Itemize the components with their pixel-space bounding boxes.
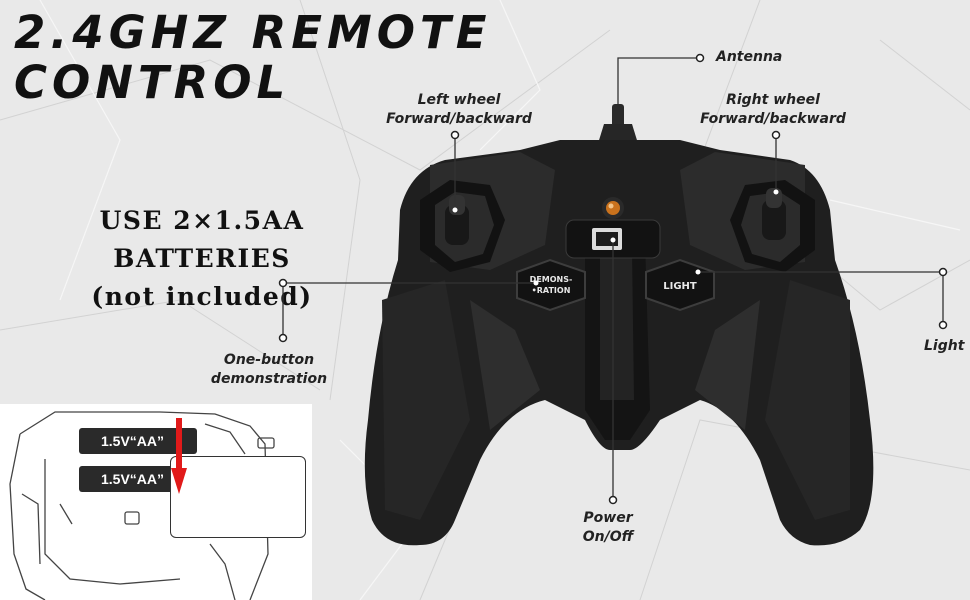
right-wheel-line-2: Forward/backward [700,111,846,127]
power-line-1: Power [583,510,633,526]
right-joystick [730,180,815,272]
callout-left-wheel: Left wheel Forward/backward [370,91,548,129]
light-button[interactable]: LIGHT [645,258,715,312]
left-wheel-line-2: Forward/backward [386,111,532,127]
demo-line-2: demonstration [210,371,328,387]
component-dots [452,189,779,286]
battery-line-1: USE 2×1.5AA BATTERIES [99,206,305,273]
demo-button-label-2: •RATION [532,286,571,295]
demo-button[interactable]: DEMONS- •RATION [516,258,586,312]
callout-dots [278,53,948,505]
left-wheel-line-1: Left wheel [417,92,501,108]
page-title: 2.4GHZ REMOTE CONTROL [14,8,491,108]
callout-right-wheel: Right wheel Forward/backward [684,91,862,129]
callout-power: Power On/Off [566,509,650,547]
left-joystick [420,180,505,272]
callout-demo: One-button demonstration [198,351,340,389]
battery-cover [170,456,306,538]
title-line-1: 2.4GHZ REMOTE [14,6,492,59]
led-icon [602,197,624,219]
light-button-label: LIGHT [663,281,697,292]
demo-button-label-1: DEMONS- [530,275,573,284]
power-line-2: On/Off [582,529,634,545]
battery-requirement: USE 2×1.5AA BATTERIES (not included) [6,202,398,316]
callout-light: Light [924,338,965,354]
title-line-2: CONTROL [14,56,291,109]
arrow-down-icon [171,418,187,494]
right-wheel-line-1: Right wheel [726,92,820,108]
demo-line-1: One-button [223,352,315,368]
battery-line-2: (not included) [91,282,313,311]
callout-antenna: Antenna [716,49,783,65]
